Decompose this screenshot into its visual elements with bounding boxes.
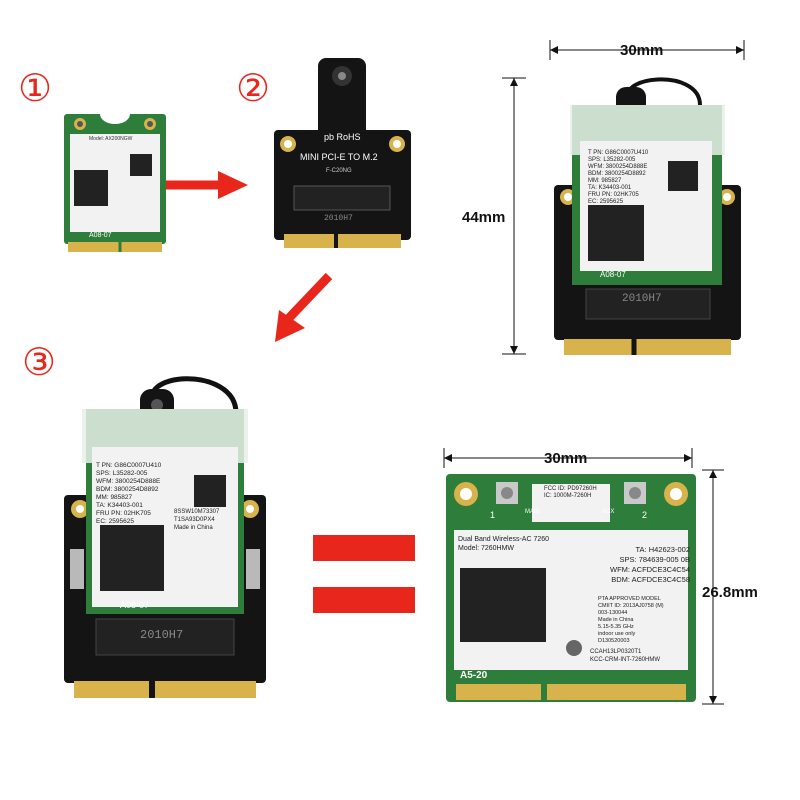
half-card-kcc: KCC-CRM-INT-7260HMW (590, 657, 661, 663)
bottom-card-serial2: T1SA93D0PX4 (174, 517, 215, 523)
top-card-ta: TA: K34403-001 (588, 185, 632, 191)
bottom-card-tpn: T PN: G86C0007U410 (96, 462, 162, 469)
half-card-main-label: MAIN (525, 509, 540, 515)
top-card-mm: MM: 985827 (588, 178, 622, 184)
top-card-ec: EC: 2595625 (588, 199, 624, 205)
half-card-cmiit: CMIIT ID: 2013AJ0758 (M) (598, 603, 664, 609)
half-card-fcc: FCC ID: PD97260H (544, 486, 597, 492)
half-card-title-block: Dual Band Wireless-AC 7260 Model: 7260HM… (458, 535, 549, 553)
half-card-freq: 5.15-5.35 GHz (598, 624, 634, 630)
bottom-card-bdm: BDM: 3800254D8892 (96, 486, 159, 493)
m2-edge-label: A08-07 (89, 232, 112, 239)
bottom-width-label: 30mm (544, 450, 588, 467)
top-card-tpn: T PN: G86C0007U410 (588, 150, 649, 156)
m2-model-text: Model: AX200NGW (89, 136, 133, 142)
half-card-fcc-block: FCC ID: PD97260H IC: 1000M-7260H (544, 486, 597, 500)
bottom-card-sps: SPS: L35282-005 (96, 470, 148, 477)
top-card-sps: SPS: L35282-005 (588, 157, 636, 163)
half-card-cert-block: PTA APPROVED MODEL CMIIT ID: 2013AJ0758 … (598, 596, 690, 645)
top-card-bdm: BDM: 3800254D8892 (588, 171, 646, 177)
half-card-edge-label: A5-20 (460, 670, 488, 681)
half-card-indoor: indoor use only (598, 631, 636, 637)
mini-pcie-adapter (274, 58, 411, 248)
adapter-code: F-C20NG (326, 168, 352, 174)
top-card-silkscreen: 2010H7 (622, 293, 662, 305)
bottom-card-ta: TA: K34403-001 (96, 502, 143, 509)
top-height-label: 44mm (462, 209, 506, 226)
half-card-model: Model: 7260HMW (458, 545, 515, 552)
bottom-height-label: 26.8mm (702, 584, 758, 601)
bottom-card-ec: EC: 2595625 (96, 518, 134, 525)
half-card-kcc-block: CCAH13LP0320T1 KCC-CRM-INT-7260HMW (590, 648, 660, 664)
half-card-code1: 003-130044 (598, 610, 628, 616)
half-mini-pcie-card (446, 474, 696, 702)
half-card-pta: PTA APPROVED MODEL (598, 596, 661, 602)
half-card-made: Made in China (598, 617, 634, 623)
adapter-brand: pb RoHS (324, 132, 361, 142)
half-card-ta: TA: H42623-002 (635, 545, 690, 554)
bottom-card-wfm: WFM: 3800254D888E (96, 478, 161, 485)
equals-bar-bottom (313, 587, 415, 613)
half-card-ids: TA: H42623-002 SPS: 784639-005 0B WFM: A… (590, 545, 690, 585)
bottom-card-serial1: 8SSW10M73307 (174, 509, 220, 515)
half-card-title: Dual Band Wireless-AC 7260 (458, 536, 550, 543)
top-dimension-lines (502, 40, 745, 355)
half-card-wfm: WFM: ACFDCE3C4C54 (609, 565, 690, 574)
half-card-bdm: BDM: ACFDCE3C4C58 (611, 575, 690, 584)
bottom-card-silkscreen: 2010H7 (140, 628, 184, 642)
equals-bar-top (313, 535, 415, 561)
half-card-sps: SPS: 784639-005 0B (619, 555, 690, 564)
bottom-card-serials: 8SSW10M73307 T1SA93D0PX4 Made in China (174, 508, 219, 532)
half-card-ant1-label: 1 (490, 510, 496, 520)
half-card-ccah: CCAH13LP0320T1 (590, 649, 642, 655)
half-card-code2: D130520003 (598, 638, 630, 644)
top-card-wfm: WFM: 3800254D888E (588, 164, 648, 170)
arrow-right-icon (164, 171, 248, 199)
m2-wifi-card (64, 114, 166, 252)
step-2-marker: ② (236, 66, 271, 110)
arrow-down-left-icon (275, 272, 333, 342)
bottom-card-mm: MM: 985827 (96, 494, 133, 501)
half-card-aux-label: AUX (602, 509, 615, 515)
bottom-card-info: T PN: G86C0007U410 SPS: L35282-005 WFM: … (96, 462, 161, 526)
adapter-name: MINI PCI-E TO M.2 (300, 152, 378, 162)
top-card-fru: FRU PN: 02HK705 (588, 192, 639, 198)
half-card-ic: IC: 1000M-7260H (544, 493, 592, 499)
top-card-info: T PN: G86C0007U410 SPS: L35282-005 WFM: … (588, 150, 648, 206)
bottom-card-made-in: Made in China (174, 525, 213, 531)
step-3-marker: ③ (22, 340, 57, 384)
bottom-dimension-lines (443, 448, 724, 705)
bottom-card-edge-label: A08-07 (120, 600, 150, 610)
half-card-ant2-label: 2 (642, 510, 648, 520)
top-card-edge-label: A08-07 (600, 270, 626, 279)
assembled-card-top (554, 77, 741, 355)
step-1-marker: ① (18, 66, 53, 110)
adapter-silkscreen: 2010H7 (324, 214, 353, 223)
bottom-card-fru: FRU PN: 02HK705 (96, 510, 151, 517)
assembled-card-bottom (64, 376, 266, 698)
top-width-label: 30mm (620, 42, 664, 59)
